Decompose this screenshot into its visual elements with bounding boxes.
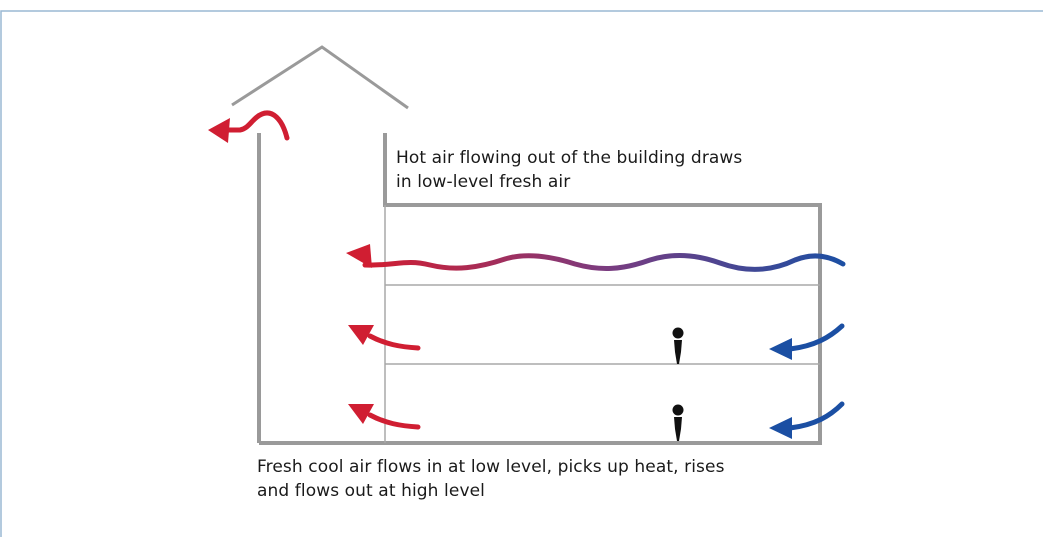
cool-air-arrow-lower: [787, 401, 845, 431]
roof: [231, 45, 409, 110]
hot-exhaust-arrow: [221, 110, 290, 141]
person-figure-icon: [672, 404, 684, 441]
hot-air-arrow-lower: [367, 412, 421, 430]
top-annotation-line-2: in low-level fresh air: [396, 172, 571, 192]
curved-arrow-left-icon: [769, 338, 792, 360]
bottom-annotation-line-2: and flows out at high level: [257, 481, 485, 501]
building-outline: [259, 133, 822, 445]
curved-arrow-left-icon: [769, 417, 792, 439]
curved-arrow-left-icon: [348, 325, 374, 345]
bottom-annotation-line-1: Fresh cool air flows in at low level, pi…: [257, 457, 725, 477]
mixed-air-wave: [362, 252, 846, 272]
curved-arrow-left-icon: [348, 404, 374, 424]
curved-arrow-left-icon: [346, 244, 372, 268]
bottom-annotation: Fresh cool air flows in at low level, pi…: [257, 455, 725, 503]
cool-air-arrow-middle: [787, 323, 845, 352]
top-annotation: Hot air flowing out of the building draw…: [396, 146, 742, 194]
top-annotation-line-1: Hot air flowing out of the building draw…: [396, 148, 743, 168]
hot-air-arrow-middle: [367, 333, 421, 351]
person-figure-icon: [672, 327, 684, 364]
curved-arrow-left-icon: [208, 118, 230, 143]
frame-border: [0, 10, 1043, 537]
